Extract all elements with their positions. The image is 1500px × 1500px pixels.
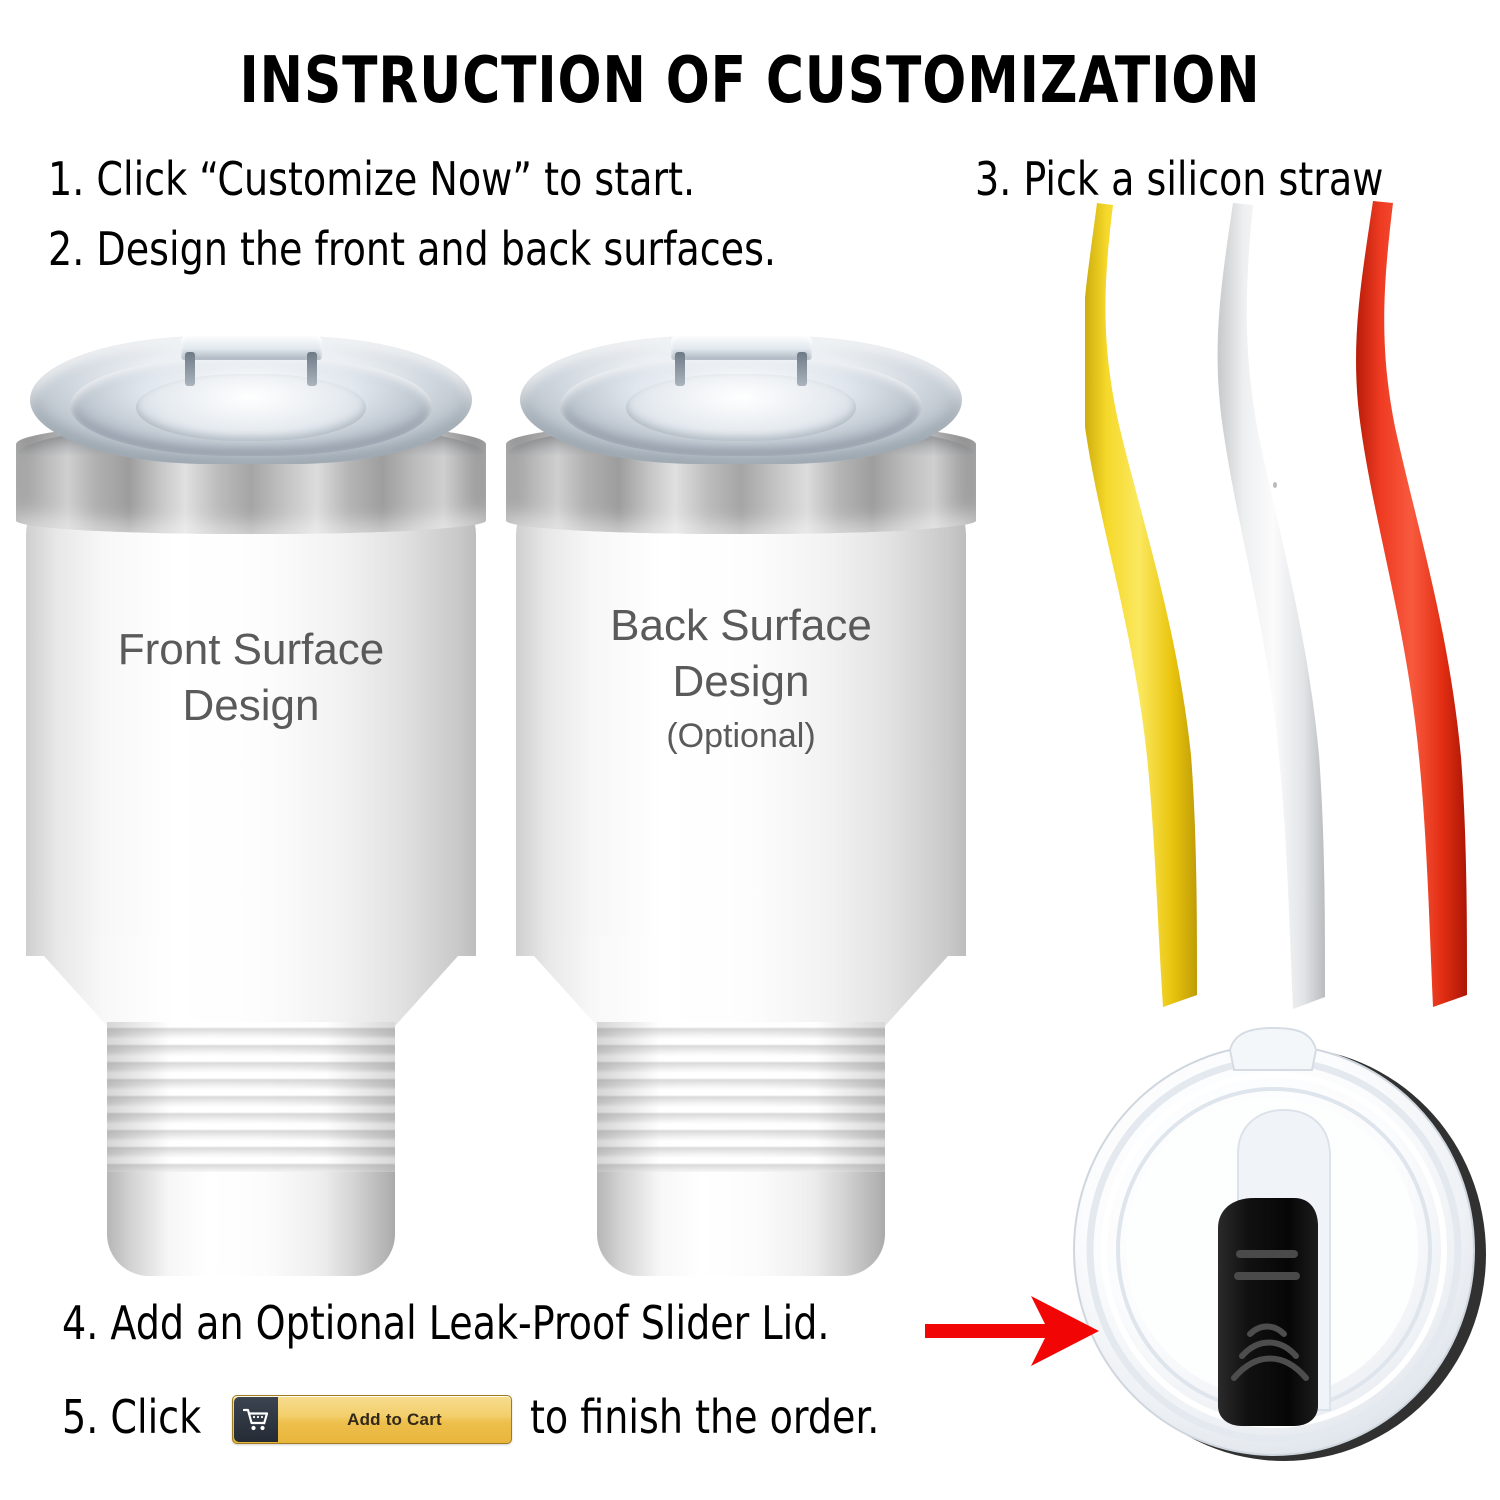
lid-sip-tab: [180, 334, 322, 360]
tumbler-ribs-shading: [107, 1022, 395, 1276]
lid-clip-right: [797, 352, 808, 386]
tumbler-ribs: [597, 1022, 885, 1172]
lid-clip-left: [185, 352, 196, 386]
shopping-cart-glyph: [243, 1408, 269, 1430]
red-arrow: [925, 1296, 1099, 1366]
slider-lid-illustration: [1073, 1026, 1486, 1461]
tumbler-taper: [26, 936, 476, 1026]
silicon-straws-group: [1085, 195, 1485, 1015]
lid-sip-tab: [1228, 1026, 1318, 1071]
page-title: INSTRUCTION OF CUSTOMIZATION: [239, 44, 1261, 118]
back-surface-engraving: Back Surface Design (Optional): [506, 598, 976, 758]
leak-proof-slider-lid: [1062, 1022, 1492, 1474]
white-straw: [1217, 203, 1325, 1009]
back-engraving-optional-note: (Optional): [666, 716, 816, 755]
instruction-step-3: 3. Pick a silicon straw: [975, 152, 1384, 206]
tumbler-front-view: Front Surface Design: [16, 334, 486, 1276]
back-engraving-line-1: Back Surface: [610, 601, 872, 650]
instruction-step-2: 2. Design the front and back surfaces.: [48, 222, 777, 276]
tumbler-lower-body: [597, 1022, 885, 1276]
instruction-step-5-prefix: 5. Click: [62, 1390, 202, 1444]
tumbler-upper-body: [516, 496, 966, 956]
lid-sip-tab: [670, 334, 812, 360]
add-to-cart-label: Add to Cart: [347, 1409, 442, 1429]
back-engraving-line-2: Design: [672, 657, 810, 707]
red-arrow-shape: [925, 1296, 1099, 1366]
clear-lid-center: [136, 374, 366, 441]
add-to-cart-button[interactable]: Add to Cart: [232, 1395, 512, 1444]
tumbler-taper: [516, 936, 966, 1026]
instruction-step-1: 1. Click “Customize Now” to start.: [48, 152, 696, 206]
tumbler-lower-body: [107, 1022, 395, 1276]
slider-wave-icon: [1231, 1323, 1309, 1381]
tumbler-ribs-shading: [597, 1022, 885, 1276]
slider-grip-bar-2: [1234, 1272, 1300, 1280]
yellow-straw: [1085, 203, 1197, 1007]
shopping-cart-icon: [234, 1397, 278, 1442]
tumbler-upper-body: [26, 496, 476, 956]
tumbler-back-view: Back Surface Design (Optional): [506, 334, 976, 1276]
front-engraving-line-1: Front Surface: [117, 625, 385, 674]
lid-clip-left: [675, 352, 686, 386]
slider-grip-bar-1: [1236, 1250, 1298, 1258]
front-engraving-line-2: Design: [182, 681, 320, 731]
slider-button: [1218, 1198, 1318, 1426]
tumbler-ribs: [107, 1022, 395, 1172]
front-surface-engraving: Front Surface Design: [16, 622, 486, 735]
clear-lid-center: [626, 374, 856, 441]
straws-illustration: [1085, 201, 1467, 1009]
lid-clip-right: [307, 352, 318, 386]
instruction-step-4: 4. Add an Optional Leak-Proof Slider Lid…: [62, 1296, 830, 1350]
instruction-step-5-suffix: to finish the order.: [530, 1390, 880, 1444]
red-straw: [1356, 201, 1467, 1007]
